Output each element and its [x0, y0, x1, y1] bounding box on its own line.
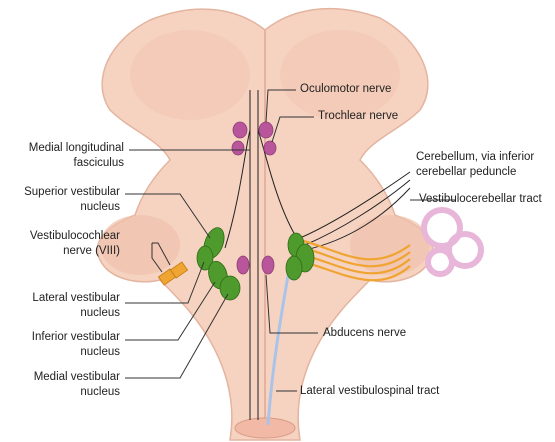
oculomotor-nerve-text: Oculomotor nerve	[300, 82, 391, 97]
medial-vestibular-text-line2: nucleus	[12, 385, 120, 400]
semicircular-canal-3	[428, 250, 452, 274]
inferior-vestibular-text-line2: nucleus	[12, 345, 120, 360]
oculomotor-nucleus-right	[259, 122, 273, 138]
label-cerebellum-via-icp: Cerebellum, via inferior cerebellar pedu…	[416, 150, 534, 180]
vestibulocochlear-text-line2: nerve (VIII)	[12, 244, 120, 259]
superior-vestibular-text-line1: Superior vestibular	[12, 185, 120, 200]
label-abducens-nerve: Abducens nerve	[323, 326, 406, 341]
label-vestibulocochlear-nerve: Vestibulocochlear nerve (VIII)	[12, 229, 120, 259]
vestibulocochlear-text-line1: Vestibulocochlear	[12, 229, 120, 244]
trochlear-nucleus-left	[232, 141, 244, 155]
lateral-vestibular-text-line2: nucleus	[12, 306, 120, 321]
label-medial-vestibular-nucleus: Medial vestibular nucleus	[12, 370, 120, 400]
cerebral-peduncle-right	[280, 30, 400, 120]
spinal-cord-section	[235, 418, 295, 438]
abducens-nerve-text: Abducens nerve	[323, 326, 406, 341]
mlf-text-line2: fasciculus	[12, 156, 124, 171]
lateral-vestibulospinal-text: Lateral vestibulospinal tract	[300, 384, 439, 399]
trochlear-nerve-text: Trochlear nerve	[318, 109, 398, 124]
medial-vestibular-text-line1: Medial vestibular	[12, 370, 120, 385]
medial-vestibular-nucleus-left	[220, 276, 240, 300]
abducens-nucleus-left	[237, 256, 249, 274]
inferior-vestibular-text-line1: Inferior vestibular	[12, 330, 120, 345]
abducens-nucleus-right	[262, 256, 274, 274]
brainstem	[97, 9, 432, 440]
label-lateral-vestibular-nucleus: Lateral vestibular nucleus	[12, 291, 120, 321]
inferior-vestibular-nucleus-right	[286, 256, 302, 280]
label-trochlear-nerve: Trochlear nerve	[318, 109, 398, 124]
label-lateral-vestibulospinal-tract: Lateral vestibulospinal tract	[300, 384, 439, 399]
label-medial-longitudinal-fasciculus: Medial longitudinal fasciculus	[12, 141, 124, 171]
label-vestibulocerebellar-tract: Vestibulocerebellar tract	[419, 192, 542, 207]
inner-ear	[424, 210, 481, 274]
cerebellum-text-line2: cerebellar peduncle	[416, 165, 534, 180]
label-superior-vestibular-nucleus: Superior vestibular nucleus	[12, 185, 120, 215]
label-inferior-vestibular-nucleus: Inferior vestibular nucleus	[12, 330, 120, 360]
label-oculomotor-nerve: Oculomotor nerve	[300, 82, 391, 97]
oculomotor-nucleus-left	[233, 122, 247, 138]
superior-vestibular-text-line2: nucleus	[12, 200, 120, 215]
vestibulocerebellar-tract-text: Vestibulocerebellar tract	[419, 192, 542, 207]
mlf-text-line1: Medial longitudinal	[12, 141, 124, 156]
cerebral-peduncle-left	[130, 30, 250, 120]
trochlear-nucleus-right	[264, 141, 276, 155]
cerebellum-text-line1: Cerebellum, via inferior	[416, 150, 534, 165]
lateral-vestibular-text-line1: Lateral vestibular	[12, 291, 120, 306]
